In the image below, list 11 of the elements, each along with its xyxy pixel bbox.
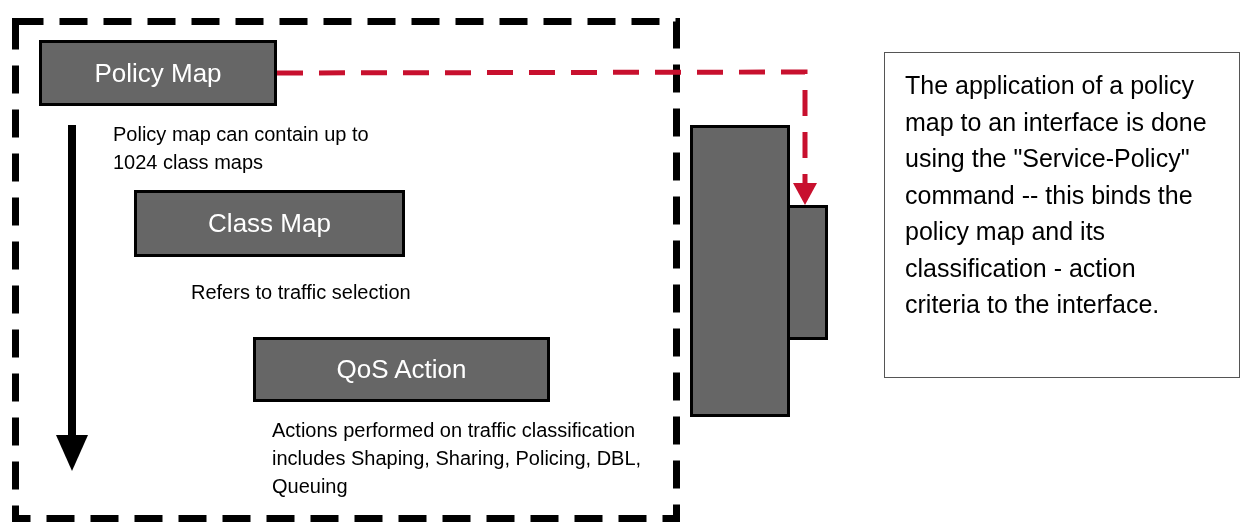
note-text: Actions performed on traffic classification includes Shaping, Sharing, Policing, DBL, Queuing	[272, 418, 642, 499]
process-box: Policy Map	[39, 40, 277, 106]
process-box: QoS Action	[253, 337, 550, 402]
process-box: Class Map	[134, 190, 405, 257]
description-box	[884, 52, 1240, 378]
interface-port	[787, 205, 828, 340]
note-text: Refers to traffic selection	[191, 280, 412, 305]
description-text: The application of a policy map to an interface is done using the "Service-Policy" command -- this binds the policy map and its classification - action criteria to the interface.	[905, 70, 1208, 320]
dashed-boundary	[12, 18, 680, 522]
note-text: Policy map can contain up to 1024 class maps	[113, 122, 370, 175]
dashed-arrow	[277, 69, 817, 205]
